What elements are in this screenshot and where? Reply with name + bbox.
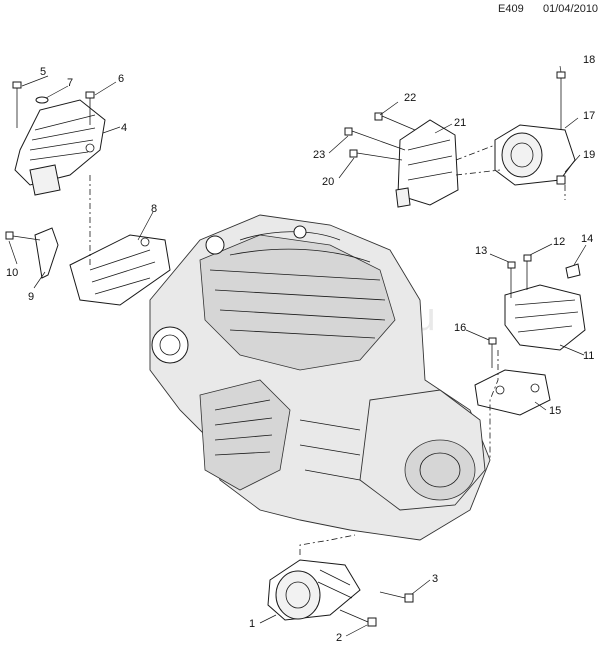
callout-22: 22 <box>404 92 416 104</box>
bolt-6 <box>85 91 95 125</box>
washer-7 <box>35 96 49 104</box>
part-1-mount <box>267 559 361 621</box>
callout-20: 20 <box>322 176 334 188</box>
part-17-mount <box>494 124 576 186</box>
callout-11: 11 <box>583 350 594 362</box>
callout-13: 13 <box>475 245 487 257</box>
diagram-code: E409 <box>498 3 524 15</box>
callout-5: 5 <box>40 66 46 78</box>
callout-17: 17 <box>583 110 595 122</box>
bolt-2 <box>339 609 377 627</box>
callout-14: 14 <box>581 233 593 245</box>
callout-1: 1 <box>249 618 255 630</box>
bolt-3 <box>379 591 414 603</box>
callout-19: 19 <box>583 149 595 161</box>
callout-8: 8 <box>151 203 157 215</box>
part-4-mount <box>14 99 106 196</box>
bolt-18 <box>556 71 566 130</box>
callout-12: 12 <box>553 236 565 248</box>
leader-lines <box>8 65 587 637</box>
callout-4: 4 <box>121 122 127 134</box>
nut-19 <box>556 175 566 185</box>
callout-23: 23 <box>313 149 325 161</box>
engine-assembly <box>149 214 491 541</box>
part-11-mount <box>504 284 586 351</box>
part-21-bracket <box>395 119 459 208</box>
callout-3: 3 <box>432 573 438 585</box>
clip-14 <box>565 263 581 279</box>
callout-2: 2 <box>336 632 342 644</box>
callout-16: 16 <box>454 322 466 334</box>
callout-9: 9 <box>28 291 34 303</box>
callout-labels: 5 7 6 4 8 9 10 22 21 23 20 18 17 19 12 1… <box>6 54 595 644</box>
bolt-22 <box>374 112 416 131</box>
callout-6: 6 <box>118 73 124 85</box>
bolt-23 <box>344 127 406 151</box>
bolt-5 <box>12 81 22 128</box>
bolt-13 <box>507 261 516 298</box>
callout-15: 15 <box>549 405 561 417</box>
bolt-10 <box>5 231 41 241</box>
callout-10: 10 <box>6 267 18 279</box>
part-8-bracket <box>69 234 171 306</box>
diagram-date: 01/04/2010 <box>543 3 599 15</box>
bolt-20 <box>349 149 403 161</box>
bolt-12 <box>523 254 532 290</box>
part-9-plate <box>34 227 59 279</box>
part-15-bracket <box>474 369 551 416</box>
alignment-lines <box>89 144 566 555</box>
callout-21: 21 <box>454 117 466 129</box>
callout-18: 18 <box>583 54 595 66</box>
callout-7: 7 <box>67 77 73 89</box>
bolt-16 <box>488 337 497 368</box>
